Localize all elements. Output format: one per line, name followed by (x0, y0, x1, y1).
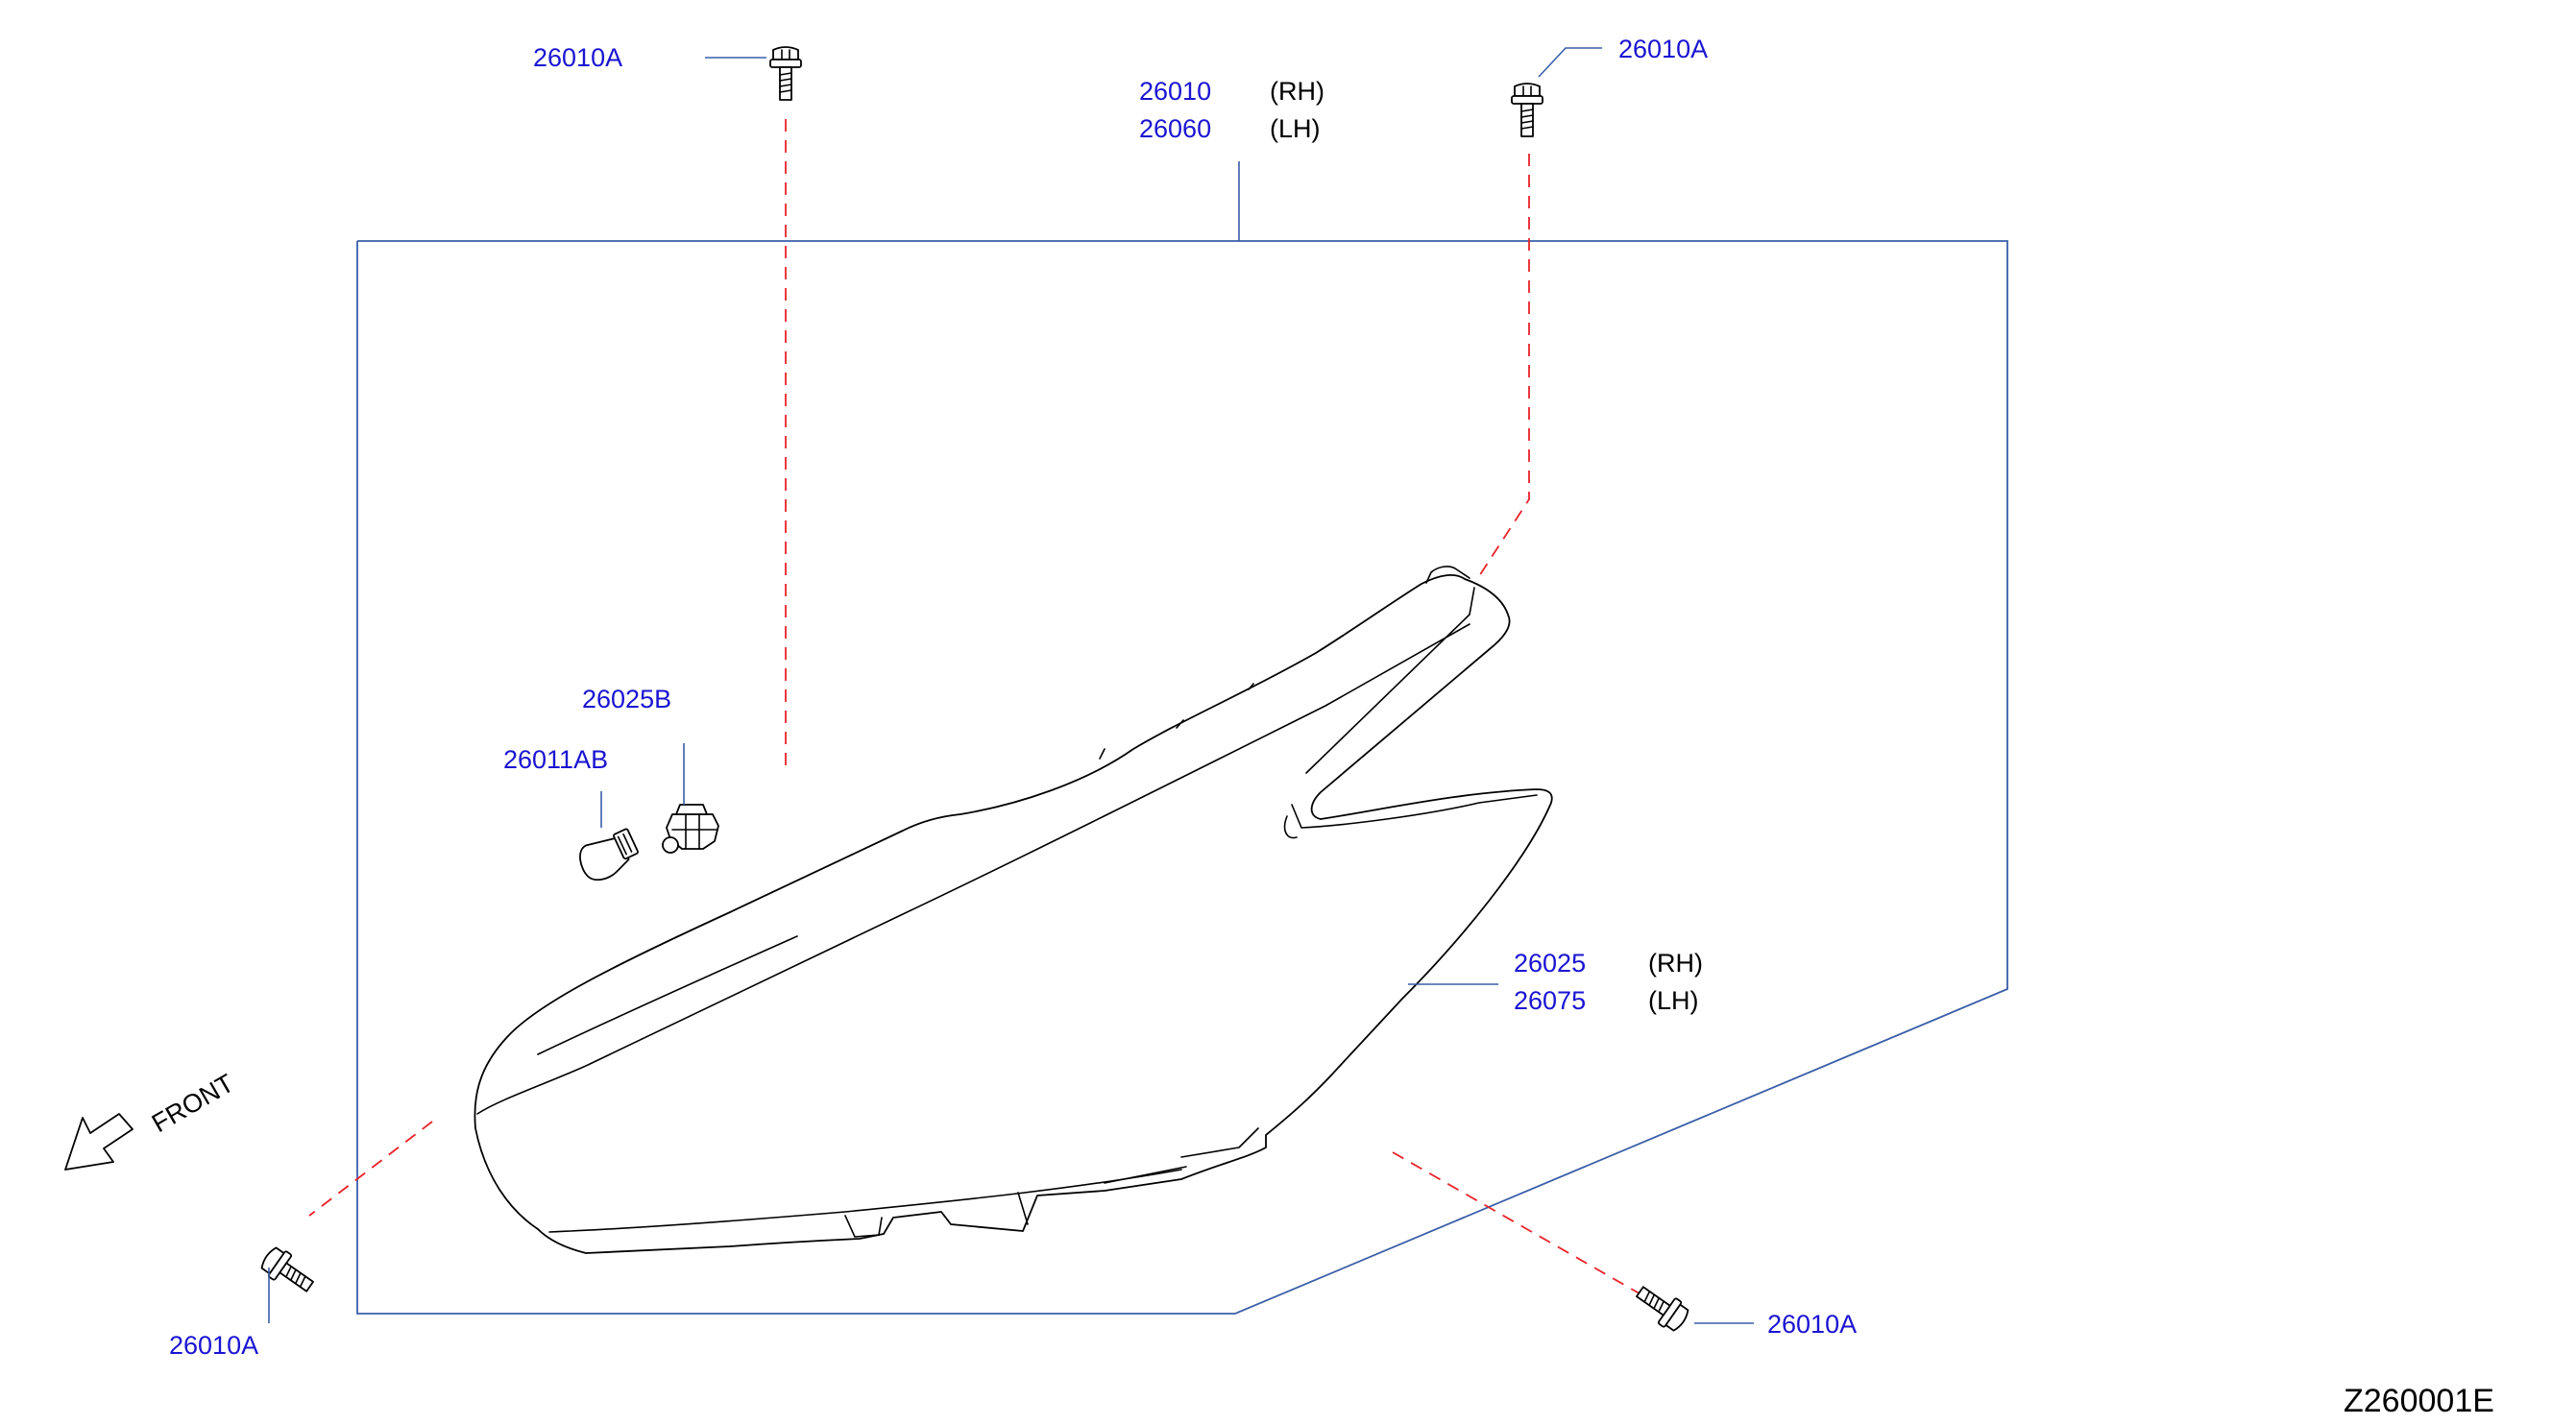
assembly-frame (356, 240, 2008, 1315)
label-bolt-top-left: 26010A (533, 43, 622, 72)
label-lamp-lh-side: (LH) (1648, 986, 1699, 1015)
headlamp-outline (474, 573, 1553, 1254)
notch-ridge (1291, 794, 1538, 829)
notch-inner-edge (1283, 815, 1298, 839)
label-assembly-rh-part: 26010 (1139, 77, 1211, 106)
lens-upper-seam (476, 623, 1470, 1115)
label-assembly-lh-part: 26060 (1139, 114, 1211, 143)
label-lamp-rh-side: (RH) (1648, 949, 1703, 978)
top-mounting-tab (1425, 566, 1470, 584)
wedge-bulb-icon (579, 828, 639, 882)
label-lamp-rh-part: 26025 (1514, 949, 1586, 978)
lens-lower-seam (548, 1169, 1182, 1233)
bolt-top-right-icon (1511, 83, 1543, 137)
hidden-line-bottom-right (1392, 1151, 1645, 1297)
label-bulb: 26011AB (503, 745, 608, 774)
leader-bolt-top-right (1538, 47, 1602, 78)
lower-housing-step-3 (1104, 1166, 1187, 1184)
lower-housing-step-2 (1180, 1127, 1259, 1158)
bolt-bottom-left-icon (260, 1246, 314, 1292)
bolt-top-left-icon (769, 46, 802, 101)
front-arrow-icon (64, 1113, 134, 1171)
label-bolt-bottom-right: 26010A (1767, 1310, 1857, 1339)
housing-top-detail (1099, 683, 1254, 760)
hidden-line-top-right (1478, 154, 1530, 577)
headlamp-housing (474, 566, 1553, 1254)
label-assembly-rh-side: (RH) (1270, 77, 1324, 106)
hidden-line-bottom-left (308, 1121, 433, 1217)
label-bolt-bottom-left: 26010A (169, 1331, 258, 1360)
lens-inner-line (537, 935, 798, 1055)
bolt-bottom-right-icon (1636, 1286, 1689, 1332)
label-lamp-lh-part: 26075 (1514, 986, 1586, 1015)
lower-housing-bracket (844, 1215, 883, 1238)
label-socket: 26025B (582, 685, 671, 713)
label-bolt-top-right: 26010A (1618, 35, 1708, 63)
bulb-socket-icon (662, 804, 719, 854)
label-assembly-lh-side: (LH) (1270, 114, 1321, 143)
label-diagram-code: Z260001E (2344, 1383, 2494, 1419)
housing-upper-edge (1305, 587, 1475, 774)
label-direction: FRONT (147, 1069, 239, 1138)
lower-housing-step-1 (1017, 1192, 1029, 1225)
